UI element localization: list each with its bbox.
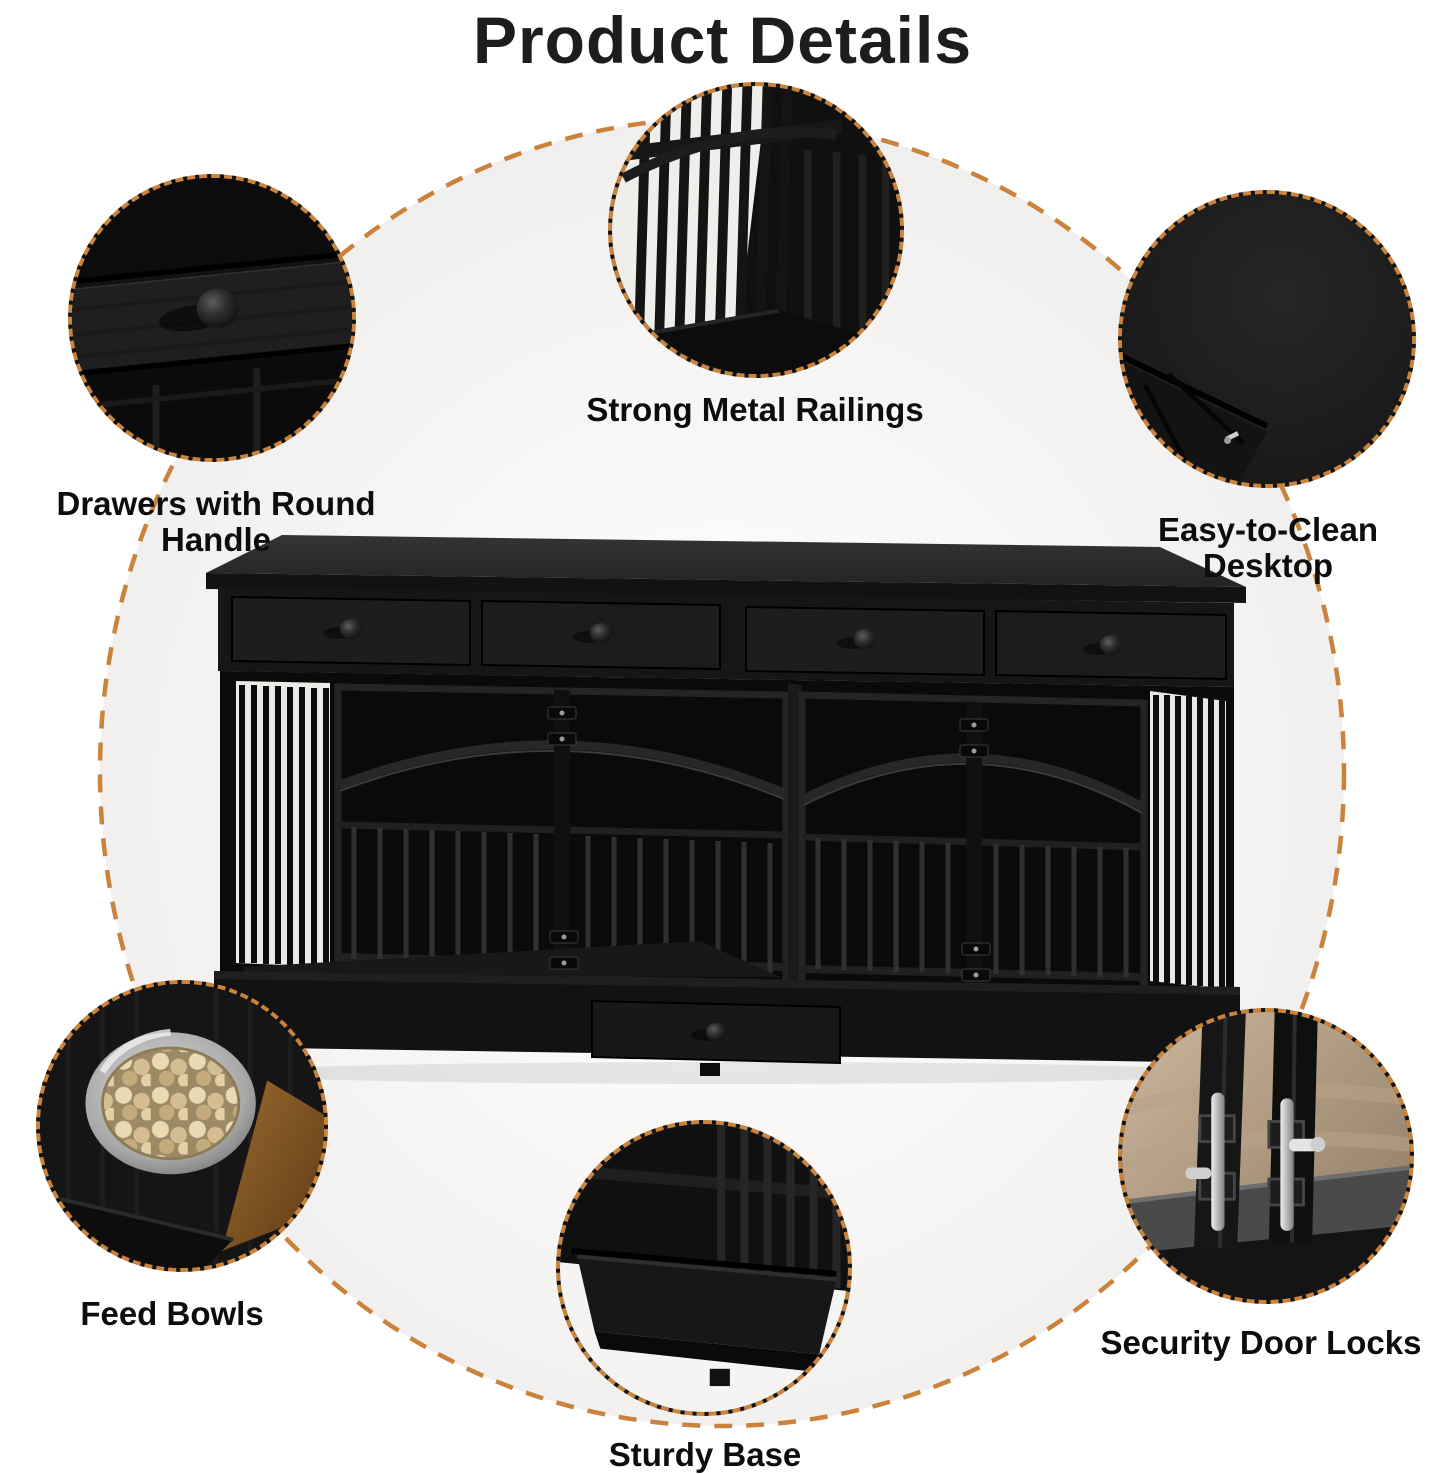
page-title: Product Details bbox=[472, 3, 973, 77]
callout-circle-drawer-handle bbox=[68, 174, 356, 462]
slide-bolt-right bbox=[1267, 1098, 1326, 1231]
feed-bowl-photo bbox=[40, 984, 324, 1268]
callout-label-feed-bowls: Feed Bowls bbox=[80, 1295, 264, 1332]
left-cage-doors bbox=[244, 683, 790, 987]
crate-shadow bbox=[225, 1062, 1235, 1084]
dog-crate-product-image bbox=[206, 535, 1246, 1084]
crate-base-photo bbox=[560, 1124, 848, 1412]
callout-label-metal-railings: Strong Metal Railings bbox=[586, 391, 924, 428]
callout-circle-feed-bowls bbox=[36, 980, 328, 1272]
callout-label-door-locks: Security Door Locks bbox=[1100, 1324, 1422, 1361]
security-lock-photo bbox=[1122, 1012, 1410, 1300]
callout-label-desktop: Easy-to-Clean Desktop bbox=[1157, 511, 1379, 585]
crate-base bbox=[214, 971, 1240, 1077]
metal-railings-photo bbox=[612, 86, 900, 374]
callout-label-drawer-handle: Drawers with Round Handle bbox=[56, 485, 376, 559]
crate-top-drawers bbox=[218, 587, 1234, 687]
callout-circle-sturdy-base bbox=[556, 1120, 852, 1416]
drawer-knobs bbox=[323, 619, 1122, 655]
crate-desktop-top bbox=[206, 535, 1246, 603]
drawer-round-handle-photo bbox=[72, 178, 352, 458]
callout-label-sturdy-base: Sturdy Base bbox=[608, 1436, 802, 1473]
right-door-hinges bbox=[959, 718, 991, 982]
callout-circle-desktop bbox=[1118, 190, 1416, 488]
callout-circle-metal-railings bbox=[608, 82, 904, 378]
callout-circle-door-locks bbox=[1118, 1008, 1414, 1304]
desktop-corner-photo bbox=[1122, 194, 1412, 484]
crate-cage bbox=[220, 671, 1234, 997]
slide-bolt-left bbox=[1185, 1092, 1236, 1231]
left-side-railings bbox=[239, 685, 329, 966]
left-door-hinges bbox=[547, 706, 579, 970]
right-side-railings bbox=[1153, 695, 1225, 988]
